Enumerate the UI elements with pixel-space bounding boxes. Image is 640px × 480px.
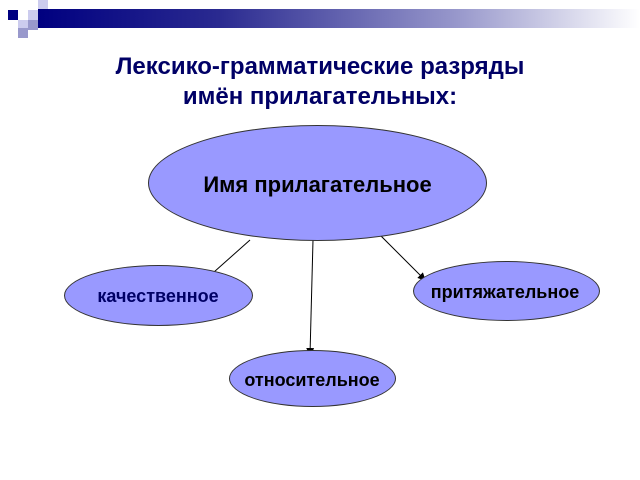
title-line-1: Лексико-грамматические разряды <box>115 53 525 80</box>
header-bar <box>38 9 640 28</box>
decor-square <box>18 20 28 30</box>
arrow-to-possessive <box>379 234 426 281</box>
arrow-to-relative <box>306 239 315 356</box>
node-possessive <box>413 261 600 321</box>
root-label: Имя прилагательное <box>203 172 432 197</box>
slide-title: Лексико-грамматические разряды имён прил… <box>0 52 640 112</box>
title-line-2: имён прилагательных: <box>182 83 458 110</box>
node-relative <box>229 350 396 407</box>
label-relative: относительное <box>244 370 380 390</box>
decor-square <box>28 10 38 20</box>
decor-square <box>28 20 38 30</box>
decor-square <box>38 0 48 10</box>
decor-square <box>18 28 28 38</box>
label-qualitative: качественное <box>97 286 219 306</box>
root-node <box>148 125 487 241</box>
decor-square <box>8 10 18 20</box>
label-possessive: притяжательное <box>430 282 580 302</box>
node-qualitative <box>64 265 253 326</box>
